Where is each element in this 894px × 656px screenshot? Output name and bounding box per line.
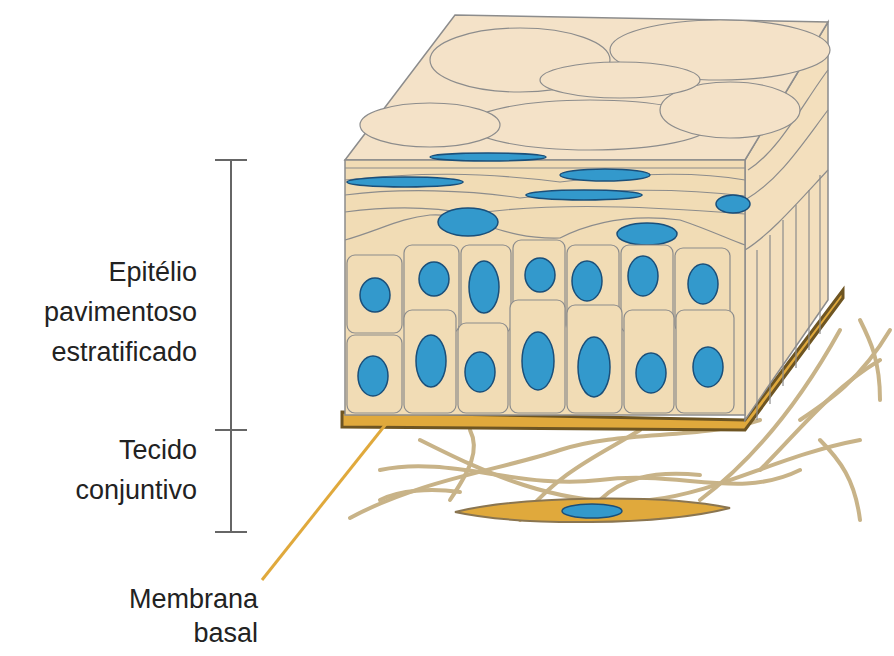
part-label: Membrana basal [78, 582, 258, 650]
part-label: Tecido conjuntivo [4, 430, 197, 510]
part-label: Epitélio pavimentoso estratificado [4, 252, 197, 372]
nuclei [347, 153, 750, 245]
fibroblast [455, 499, 730, 522]
leader-line [262, 424, 386, 580]
bracket [215, 160, 247, 532]
